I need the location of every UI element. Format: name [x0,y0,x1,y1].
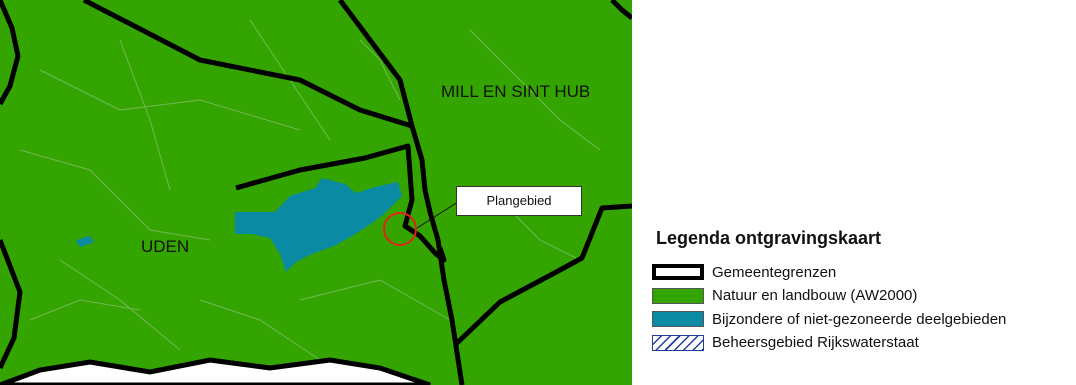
municipal-boundaries [0,0,632,385]
legend-label: Beheersgebied Rijkswaterstaat [712,334,919,351]
special-zone-small [76,236,94,247]
green-swatch-icon [652,287,704,304]
hatched-swatch-icon [652,334,704,351]
river-area [0,357,431,385]
legend-label: Gemeentegrenzen [712,263,837,281]
legend-item-nature: Natuur en landbouw (AW2000) [652,285,1072,307]
blue-swatch-icon [652,311,704,327]
place-label-uden: UDEN [141,237,189,256]
plan-area-marker [383,212,417,246]
plangebied-callout: Plangebied [456,186,582,216]
legend-item-boundaries: Gemeentegrenzen [652,261,1072,283]
special-zone [235,178,402,272]
legend-label: Bijzondere of niet-gezoneerde deelgebied… [712,310,1007,328]
legend-item-special: Bijzondere of niet-gezoneerde deelgebied… [652,308,1072,330]
legend: Legenda ontgravingskaart Gemeentegrenzen… [652,228,1072,355]
callout-leader [416,201,459,229]
legend-item-rijkswaterstaat: Beheersgebied Rijkswaterstaat [652,332,1072,354]
place-label-mill: MILL EN SINT HUB [441,82,590,101]
boundary-swatch-icon [652,264,704,280]
legend-label: Natuur en landbouw (AW2000) [712,287,918,304]
legend-title: Legenda ontgravingskaart [656,228,882,248]
